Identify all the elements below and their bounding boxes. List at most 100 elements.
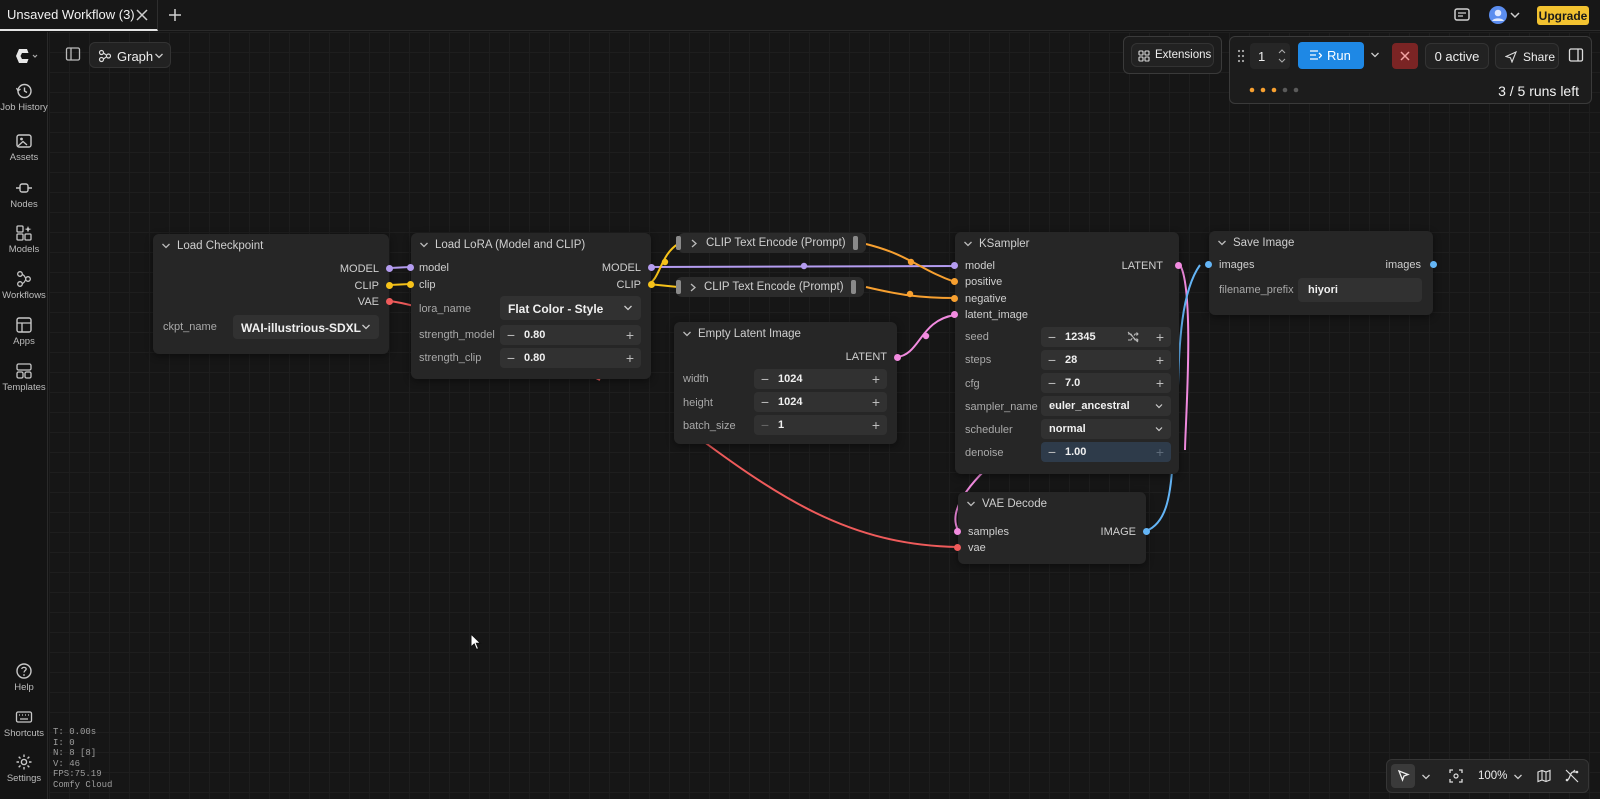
plus-icon[interactable]: +: [871, 371, 881, 387]
output-conditioning-slot[interactable]: [851, 280, 856, 294]
chevron-down-icon[interactable]: [161, 241, 171, 251]
sidebar-item-templates[interactable]: Templates: [0, 362, 48, 393]
share-button[interactable]: Share: [1495, 43, 1559, 69]
output-model-slot[interactable]: [648, 264, 655, 271]
active-queue-button[interactable]: 0 active: [1425, 43, 1489, 69]
select-tool-button[interactable]: [1391, 764, 1415, 788]
minus-icon[interactable]: −: [1047, 375, 1057, 391]
comfy-logo[interactable]: [0, 46, 48, 66]
node-title[interactable]: VAE Decode: [958, 492, 1146, 516]
sidebar-item-assets[interactable]: Assets: [0, 132, 48, 163]
fit-view-icon[interactable]: [1449, 769, 1463, 783]
batch-size-stepper[interactable]: − 1 +: [754, 415, 887, 435]
strength-model-stepper[interactable]: − 0.80 +: [500, 325, 641, 345]
minus-icon[interactable]: −: [760, 394, 770, 410]
plus-icon[interactable]: +: [871, 417, 881, 433]
steps-stepper[interactable]: − 28 +: [1041, 350, 1171, 370]
drag-handle-icon[interactable]: [1237, 49, 1245, 63]
batch-count-input[interactable]: 1: [1250, 43, 1290, 69]
sampler-name-select[interactable]: euler_ancestral: [1041, 396, 1171, 416]
plus-icon[interactable]: +: [871, 394, 881, 410]
sidebar-item-help[interactable]: Help: [0, 662, 48, 693]
output-images-slot[interactable]: [1430, 261, 1437, 268]
right-panel-toggle-icon[interactable]: [1568, 47, 1584, 63]
output-clip-slot[interactable]: [386, 282, 393, 289]
denoise-stepper[interactable]: − 1.00 +: [1041, 442, 1171, 462]
plus-icon[interactable]: +: [1155, 444, 1165, 460]
sidebar-item-apps[interactable]: Apps: [0, 316, 48, 347]
input-images-slot[interactable]: [1205, 261, 1212, 268]
output-clip-slot[interactable]: [648, 281, 655, 288]
strength-clip-stepper[interactable]: − 0.80 +: [500, 348, 641, 368]
node-vae-decode[interactable]: VAE Decode samples vae IMAGE: [954, 492, 1150, 564]
node-title[interactable]: Empty Latent Image: [674, 322, 897, 346]
chevron-down-icon[interactable]: [1217, 238, 1227, 248]
panel-toggle-icon[interactable]: [65, 46, 81, 62]
plus-icon[interactable]: +: [625, 327, 635, 343]
plus-icon[interactable]: +: [625, 350, 635, 366]
width-stepper[interactable]: − 1024 +: [754, 369, 887, 389]
chevron-right-icon[interactable]: [689, 283, 697, 292]
avatar[interactable]: [1488, 5, 1508, 25]
extensions-button[interactable]: Extensions: [1131, 43, 1214, 67]
minus-icon[interactable]: −: [760, 371, 770, 387]
sidebar-item-settings[interactable]: Settings: [0, 753, 48, 784]
chevron-down-icon[interactable]: [1370, 50, 1380, 60]
sidebar-item-models[interactable]: Models: [0, 224, 48, 255]
minus-icon[interactable]: −: [760, 417, 770, 433]
node-empty-latent-image[interactable]: Empty Latent Image LATENT width − 1024 +…: [674, 322, 901, 444]
node-title[interactable]: Load LoRA (Model and CLIP): [411, 233, 651, 257]
upgrade-button[interactable]: Upgrade: [1537, 6, 1589, 25]
sidebar-item-job-history[interactable]: Job History: [0, 82, 48, 113]
chevron-down-icon[interactable]: [1421, 773, 1431, 781]
chat-icon[interactable]: [1452, 5, 1472, 25]
input-negative-slot[interactable]: [951, 295, 958, 302]
chevron-down-icon[interactable]: [1513, 773, 1523, 781]
chevron-down-icon[interactable]: [966, 499, 976, 509]
output-conditioning-slot[interactable]: [853, 236, 858, 250]
minus-icon[interactable]: −: [1047, 444, 1057, 460]
cancel-run-button[interactable]: [1392, 43, 1418, 69]
zoom-level[interactable]: 100%: [1478, 770, 1508, 782]
output-image-slot[interactable]: [1143, 528, 1150, 535]
lora-name-select[interactable]: Flat Color - Style: [500, 296, 641, 320]
chevron-right-icon[interactable]: [690, 239, 698, 248]
minus-icon[interactable]: −: [506, 350, 516, 366]
output-latent-slot[interactable]: [1175, 262, 1182, 269]
node-load-lora[interactable]: Load LoRA (Model and CLIP) model clip MO…: [407, 233, 655, 379]
chevron-down-icon[interactable]: [682, 329, 692, 339]
close-icon[interactable]: [133, 6, 151, 24]
node-title[interactable]: Load Checkpoint: [153, 234, 389, 258]
stepper-icon[interactable]: [1278, 47, 1286, 65]
input-clip-slot[interactable]: [676, 280, 681, 294]
node-save-image[interactable]: Save Image images images filename_prefix…: [1205, 231, 1437, 315]
node-title[interactable]: KSampler: [955, 232, 1179, 256]
output-model-slot[interactable]: [386, 265, 393, 272]
hide-links-icon[interactable]: [1565, 769, 1579, 783]
input-model-slot[interactable]: [407, 264, 414, 271]
cfg-stepper[interactable]: − 7.0 +: [1041, 373, 1171, 393]
height-stepper[interactable]: − 1024 +: [754, 392, 887, 412]
sidebar-item-shortcuts[interactable]: Shortcuts: [0, 708, 48, 739]
graph-mode-button[interactable]: Graph: [89, 42, 171, 68]
output-latent-slot[interactable]: [894, 354, 901, 361]
node-load-checkpoint[interactable]: Load Checkpoint MODEL CLIP VAE ckpt_name…: [153, 234, 393, 354]
seed-stepper[interactable]: − 12345 +: [1041, 327, 1171, 347]
input-clip-slot[interactable]: [676, 236, 681, 250]
input-clip-slot[interactable]: [407, 281, 414, 288]
minus-icon[interactable]: −: [506, 327, 516, 343]
input-model-slot[interactable]: [951, 262, 958, 269]
ckpt-name-select[interactable]: WAI-illustrious-SDXL: [233, 315, 379, 339]
sidebar-item-workflows[interactable]: Workflows: [0, 270, 48, 301]
sidebar-item-nodes[interactable]: Nodes: [0, 179, 48, 210]
plus-icon[interactable]: +: [1155, 375, 1165, 391]
node-clip-text-encode-2[interactable]: CLIP Text Encode (Prompt): [676, 277, 864, 297]
minimap-icon[interactable]: [1537, 769, 1551, 783]
output-vae-slot[interactable]: [386, 298, 393, 305]
chevron-down-icon[interactable]: [1509, 5, 1521, 25]
plus-icon[interactable]: [166, 6, 184, 24]
plus-icon[interactable]: +: [1155, 352, 1165, 368]
chevron-down-icon[interactable]: [963, 239, 973, 249]
input-positive-slot[interactable]: [951, 278, 958, 285]
input-samples-slot[interactable]: [954, 528, 961, 535]
